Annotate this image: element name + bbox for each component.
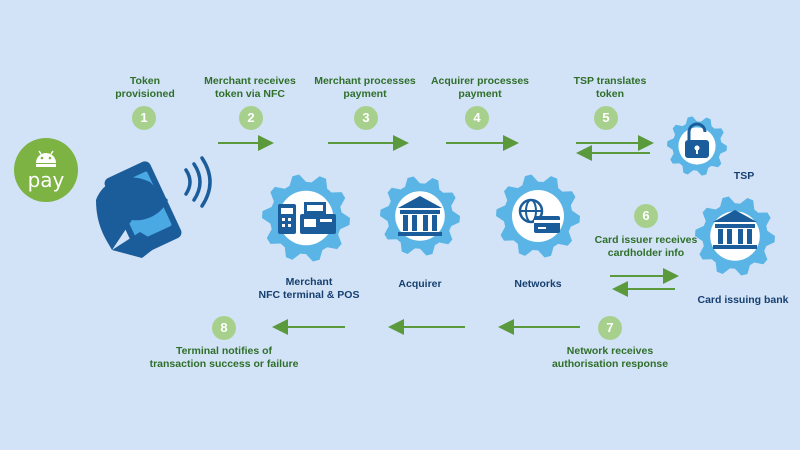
- globe-card-icon: [518, 198, 560, 233]
- hand-phone-icon: [96, 156, 212, 258]
- step-5-badge: 5: [594, 106, 618, 130]
- bank-building-icon: [398, 196, 442, 236]
- step-1-badge: 1: [132, 106, 156, 130]
- pos-terminal-icon: [278, 202, 336, 234]
- acquirer-gear-icon: [380, 176, 460, 256]
- acquirer-label: Acquirer: [398, 278, 442, 290]
- step-6-badge: 6: [634, 204, 658, 228]
- networks-label: Networks: [514, 278, 562, 290]
- card-issuing-bank-label: Card issuing bank: [697, 294, 789, 306]
- lock-icon: [685, 122, 709, 158]
- android-icon: [36, 150, 56, 167]
- bank-gear-icon: [695, 196, 775, 276]
- step-8-badge: 8: [212, 316, 236, 340]
- step-7-badge: 7: [598, 316, 622, 340]
- step-3-badge: 3: [354, 106, 378, 130]
- tsp-label: TSP: [733, 170, 755, 182]
- card-issuer-bank-icon: [713, 210, 757, 249]
- step-2-badge: 2: [239, 106, 263, 130]
- android-pay-logo: pay: [14, 138, 78, 202]
- step-4-badge: 4: [465, 106, 489, 130]
- pay-logo-text: pay: [27, 168, 65, 192]
